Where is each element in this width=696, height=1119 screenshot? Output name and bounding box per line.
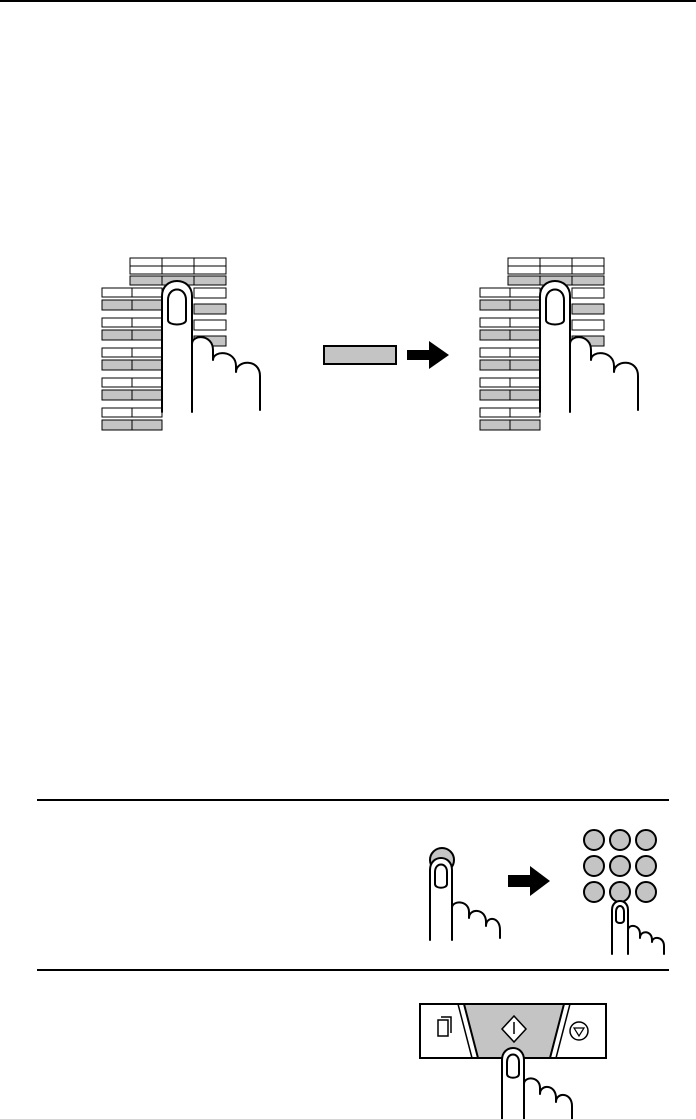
one-touch-key bbox=[102, 378, 132, 387]
number-key bbox=[584, 882, 604, 902]
one-touch-key bbox=[132, 408, 162, 417]
section-rule bbox=[37, 799, 669, 801]
one-touch-key bbox=[480, 390, 510, 400]
one-touch-key bbox=[132, 330, 162, 340]
one-touch-key bbox=[540, 258, 572, 266]
one-touch-key bbox=[132, 300, 162, 310]
one-touch-key bbox=[102, 330, 132, 340]
one-touch-key bbox=[508, 276, 540, 285]
one-touch-key bbox=[480, 300, 510, 310]
one-touch-key bbox=[132, 288, 162, 297]
one-touch-key bbox=[510, 318, 540, 327]
display-button bbox=[323, 345, 397, 365]
page-top-rule bbox=[0, 0, 696, 2]
one-touch-key bbox=[102, 420, 132, 430]
one-touch-key bbox=[510, 300, 540, 310]
number-key bbox=[610, 856, 630, 876]
one-touch-key bbox=[480, 360, 510, 370]
one-touch-key bbox=[130, 276, 162, 285]
one-touch-key bbox=[510, 408, 540, 417]
one-touch-key bbox=[510, 390, 540, 400]
one-touch-key bbox=[480, 318, 510, 327]
one-touch-key bbox=[194, 320, 226, 330]
number-key bbox=[584, 856, 604, 876]
one-touch-key bbox=[480, 420, 510, 430]
one-touch-key bbox=[480, 330, 510, 340]
number-key bbox=[636, 856, 656, 876]
one-touch-key bbox=[572, 266, 604, 274]
one-touch-key bbox=[194, 276, 226, 285]
one-touch-key bbox=[130, 266, 162, 274]
number-key bbox=[636, 882, 656, 902]
one-touch-key bbox=[102, 318, 132, 327]
one-touch-key bbox=[102, 360, 132, 370]
one-touch-key bbox=[510, 288, 540, 297]
number-key bbox=[584, 830, 604, 850]
one-touch-key bbox=[480, 378, 510, 387]
one-touch-key bbox=[510, 330, 540, 340]
one-touch-key bbox=[162, 258, 194, 266]
one-touch-key bbox=[194, 304, 226, 314]
copy-start-stop-panel bbox=[418, 1002, 608, 1119]
one-touch-key bbox=[102, 300, 132, 310]
number-key bbox=[636, 830, 656, 850]
one-touch-key bbox=[510, 360, 540, 370]
one-touch-key bbox=[102, 390, 132, 400]
one-touch-key bbox=[572, 304, 604, 314]
right-arrow-icon bbox=[407, 341, 449, 369]
right-arrow-icon bbox=[508, 866, 550, 896]
one-touch-key bbox=[480, 348, 510, 357]
one-touch-key bbox=[480, 288, 510, 297]
one-touch-key bbox=[102, 288, 132, 297]
one-touch-key bbox=[510, 378, 540, 387]
single-button-press bbox=[424, 846, 504, 942]
one-touch-key bbox=[540, 266, 572, 274]
stop-icon bbox=[570, 1022, 588, 1040]
one-touch-key bbox=[132, 360, 162, 370]
number-keypad-3x3 bbox=[582, 826, 672, 956]
one-touch-keypad-right bbox=[478, 254, 648, 414]
one-touch-key bbox=[510, 348, 540, 357]
one-touch-key bbox=[572, 288, 604, 298]
one-touch-key bbox=[508, 266, 540, 274]
one-touch-key bbox=[510, 420, 540, 430]
number-key bbox=[610, 830, 630, 850]
one-touch-keypad-left bbox=[100, 254, 270, 414]
one-touch-key bbox=[572, 276, 604, 285]
one-touch-key bbox=[132, 390, 162, 400]
one-touch-key bbox=[130, 258, 162, 266]
one-touch-key bbox=[162, 266, 194, 274]
one-touch-key bbox=[194, 288, 226, 298]
one-touch-key bbox=[132, 318, 162, 327]
one-touch-key bbox=[132, 378, 162, 387]
one-touch-key bbox=[194, 266, 226, 274]
section-rule bbox=[37, 969, 669, 971]
one-touch-key bbox=[194, 258, 226, 266]
one-touch-key bbox=[572, 320, 604, 330]
one-touch-key bbox=[480, 408, 510, 417]
one-touch-key bbox=[132, 420, 162, 430]
one-touch-key bbox=[102, 408, 132, 417]
one-touch-key bbox=[102, 348, 132, 357]
number-key bbox=[610, 882, 630, 902]
one-touch-key bbox=[508, 258, 540, 266]
one-touch-key bbox=[132, 348, 162, 357]
one-touch-key bbox=[572, 258, 604, 266]
